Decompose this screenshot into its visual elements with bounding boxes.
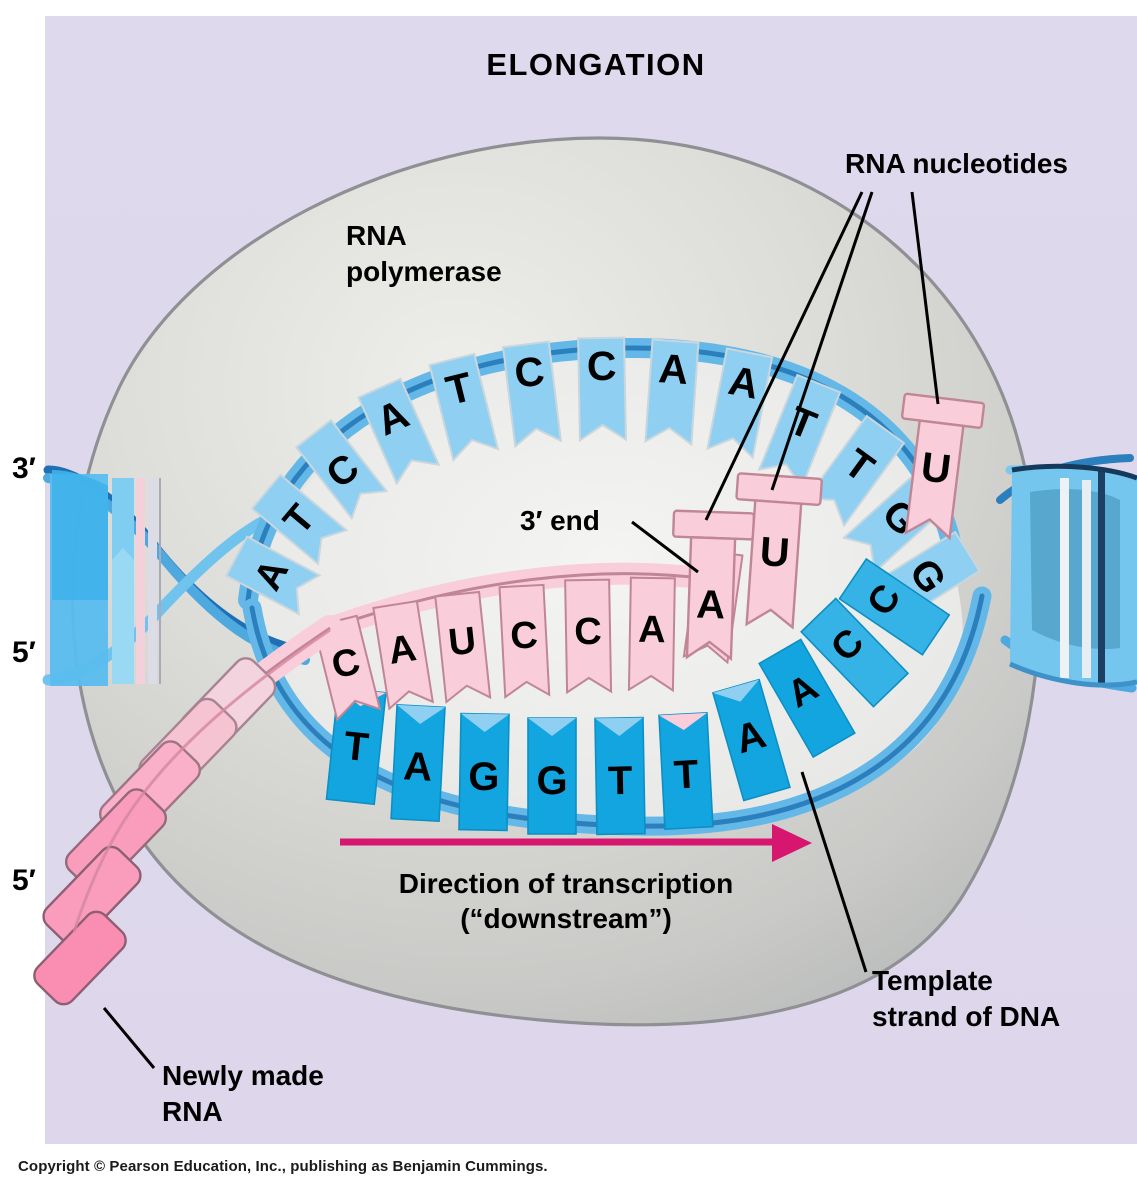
svg-text:C: C bbox=[574, 611, 602, 653]
svg-text:T: T bbox=[673, 752, 700, 797]
free-nucleotide-a: A bbox=[672, 509, 756, 662]
template-bases: T A G G T bbox=[325, 557, 951, 836]
svg-text:C: C bbox=[512, 348, 547, 397]
svg-text:A: A bbox=[657, 345, 690, 393]
direction-label-line1: Direction of transcription bbox=[399, 868, 733, 899]
svg-text:C: C bbox=[509, 614, 539, 657]
svg-text:U: U bbox=[758, 528, 791, 576]
svg-text:G: G bbox=[468, 755, 500, 800]
rna-5prime-label: 5′ bbox=[12, 864, 36, 897]
svg-text:C: C bbox=[586, 343, 616, 390]
svg-text:U: U bbox=[919, 443, 954, 492]
dna-helix-right bbox=[996, 454, 1137, 693]
newly-made-rna-tail bbox=[33, 615, 343, 1006]
copyright-notice: Copyright © Pearson Education, Inc., pub… bbox=[18, 1158, 548, 1175]
rna-nucleotides-leaders bbox=[704, 191, 940, 521]
newly-made-rna-label-line2: RNA bbox=[162, 1096, 223, 1127]
free-rna-nucleotides: A U U bbox=[672, 392, 986, 662]
dna-3prime-label: 3′ bbox=[12, 452, 36, 485]
template-strand: T A G G T bbox=[242, 557, 992, 836]
template-strand-label-line2: strand of DNA bbox=[872, 1001, 1060, 1032]
svg-text:A: A bbox=[385, 627, 419, 673]
svg-text:A: A bbox=[638, 609, 666, 651]
svg-text:T: T bbox=[607, 759, 632, 803]
template-strand-label-line1: Template bbox=[872, 965, 993, 996]
svg-text:A: A bbox=[696, 582, 726, 627]
dna-5prime-label: 5′ bbox=[12, 636, 36, 669]
three-prime-end-leader bbox=[631, 520, 699, 574]
newly-made-rna-label-line1: Newly made bbox=[162, 1060, 324, 1091]
template-strand-leader bbox=[800, 771, 868, 973]
svg-text:A: A bbox=[402, 744, 433, 789]
page-title: ELONGATION bbox=[486, 47, 705, 82]
svg-text:U: U bbox=[446, 620, 478, 665]
rna-nucleotides-label: RNA nucleotides bbox=[845, 148, 1068, 179]
free-nucleotide-u1: U bbox=[735, 472, 823, 630]
three-prime-end-label: 3′ end bbox=[520, 505, 600, 536]
rna-polymerase-label-line1: RNA bbox=[346, 220, 407, 251]
direction-label-line2: (“downstream”) bbox=[460, 903, 672, 934]
newly-made-rna-leader bbox=[102, 1007, 156, 1069]
direction-arrow bbox=[340, 824, 812, 862]
free-nucleotide-u2: U bbox=[900, 392, 986, 541]
svg-text:G: G bbox=[536, 759, 567, 803]
svg-text:T: T bbox=[342, 724, 371, 770]
rna-polymerase-label-line2: polymerase bbox=[346, 256, 502, 287]
